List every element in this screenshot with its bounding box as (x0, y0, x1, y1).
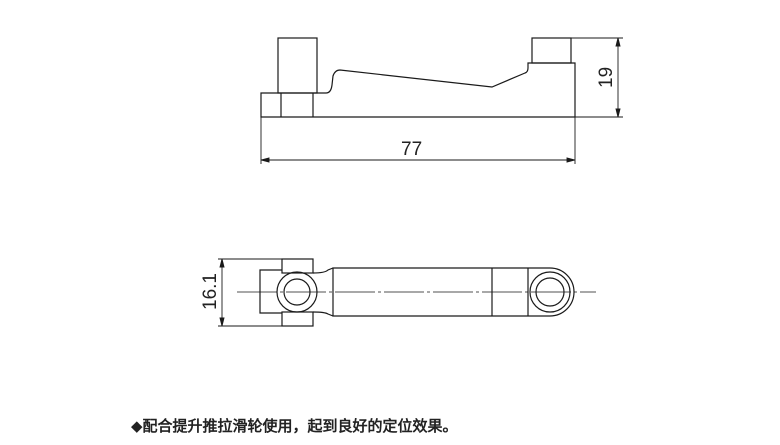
bottom-tab (281, 311, 314, 327)
left-post (277, 37, 318, 94)
side-view (260, 37, 576, 118)
left-clamp (259, 269, 282, 314)
length-dimension (260, 117, 576, 164)
length-label: 77 (401, 139, 422, 160)
left-ring-inner (283, 278, 311, 306)
right-ring-inner (535, 277, 565, 307)
right-post (531, 37, 572, 64)
top-tab (281, 258, 314, 274)
feature-caption: ◆配合提升推拉滑轮使用，起到良好的定位效果。 (131, 417, 458, 435)
height-dimension (571, 37, 623, 118)
side-profile (260, 62, 576, 118)
arm-body (332, 267, 575, 317)
width-dimension (218, 258, 313, 327)
top-view (237, 258, 596, 327)
neck (312, 267, 334, 317)
left-ring-outer (276, 271, 318, 313)
right-ring-outer (529, 271, 571, 313)
width-label: 16.1 (200, 273, 221, 310)
height-label: 19 (596, 67, 617, 88)
